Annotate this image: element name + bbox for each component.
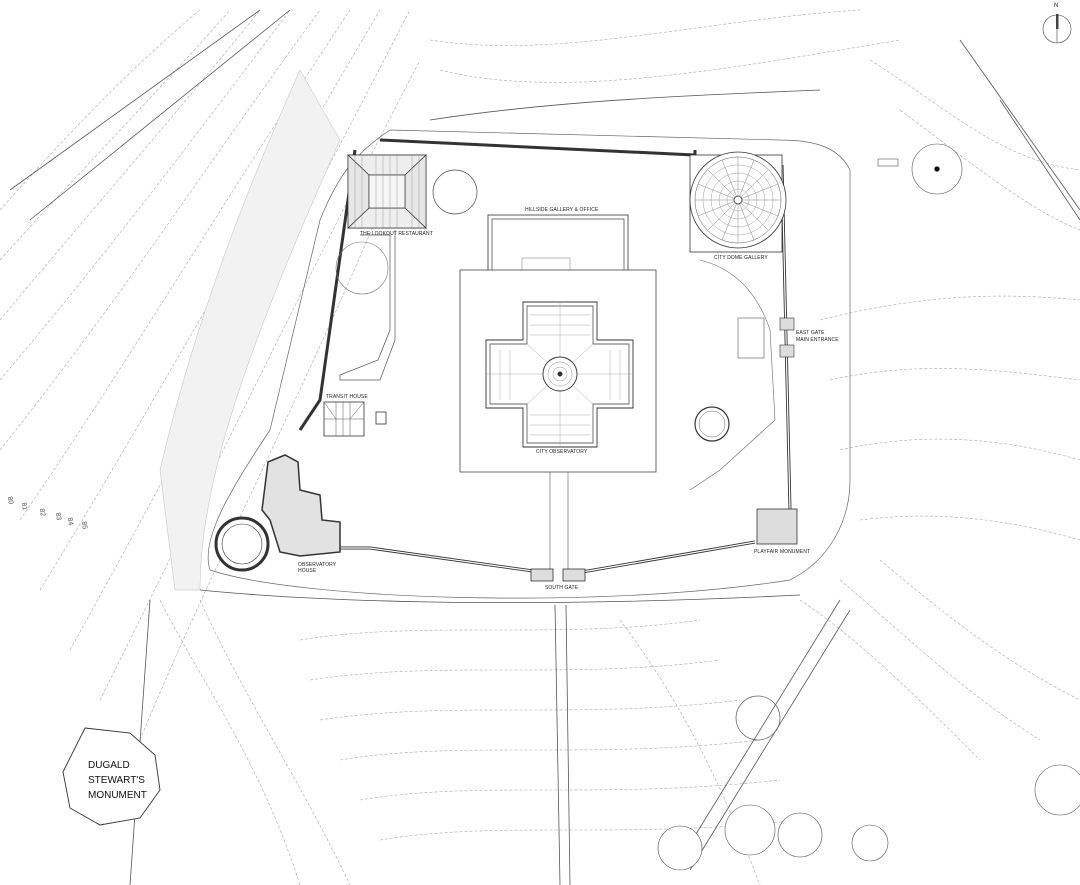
se-circle-feature (735, 695, 781, 741)
south-trees (657, 764, 1080, 871)
contour-label-81: 81 (19, 502, 29, 511)
terrace-outline (207, 129, 851, 599)
ne-tree (877, 143, 963, 195)
transit-house (323, 401, 387, 437)
contour-label-80: 80 (5, 496, 15, 505)
observatory-house (214, 454, 341, 572)
contour-label-82: 82 (37, 508, 47, 517)
label-east-gate: EAST GATE (796, 330, 825, 336)
label-city-dome-gallery: CITY DOME GALLERY (714, 255, 768, 261)
lookout-restaurant (347, 154, 427, 229)
contour-label-85: 85 (79, 521, 89, 530)
east-round-feature (694, 406, 730, 442)
label-transit-house: TRANSIT HOUSE (326, 394, 368, 400)
label-observatory-house-1: OBSERVATORY (298, 562, 337, 568)
south-path (549, 472, 569, 570)
contour-label-84: 84 (65, 517, 75, 526)
roads (9, 9, 1080, 885)
label-south-gate: SOUTH GATE (545, 585, 579, 591)
city-observatory (485, 301, 634, 448)
north-arrow-icon (1042, 14, 1072, 44)
lookout-stair (339, 230, 396, 381)
label-lookout-restaurant: THE LOOKOUT RESTAURANT (360, 231, 433, 237)
playfair-monument (756, 508, 798, 545)
hillside-gallery (487, 214, 629, 276)
dugald-stewart-monument (62, 727, 161, 826)
dugald-line-1: DUGALD (88, 760, 130, 771)
lookout-terrace-circle (335, 241, 389, 295)
east-gate-stairs (737, 317, 765, 359)
label-observatory-house-2: HOUSE (298, 568, 317, 574)
city-dome-gallery (689, 151, 787, 253)
south-gate (530, 568, 586, 582)
dugald-stewart-label: DUGALD STEWART'S MONUMENT (88, 758, 147, 803)
contour-label-83: 83 (53, 512, 63, 521)
label-city-observatory: CITY OBSERVATORY (536, 449, 588, 455)
lookout-round-feature (432, 169, 478, 215)
label-hillside-gallery: HILLSIDE GALLERY & OFFICE (525, 207, 599, 213)
east-gate-path (689, 259, 776, 491)
label-playfair-monument: PLAYFAIR MONUMENT (754, 549, 811, 555)
north-arrow-label: N (1054, 3, 1059, 9)
dugald-line-3: MONUMENT (88, 790, 147, 801)
east-gate-pier (779, 317, 795, 331)
label-main-entrance: MAIN ENTRANCE (796, 337, 839, 343)
east-gate-pier-2 (779, 344, 795, 358)
dugald-line-2: STEWART'S (88, 775, 145, 786)
